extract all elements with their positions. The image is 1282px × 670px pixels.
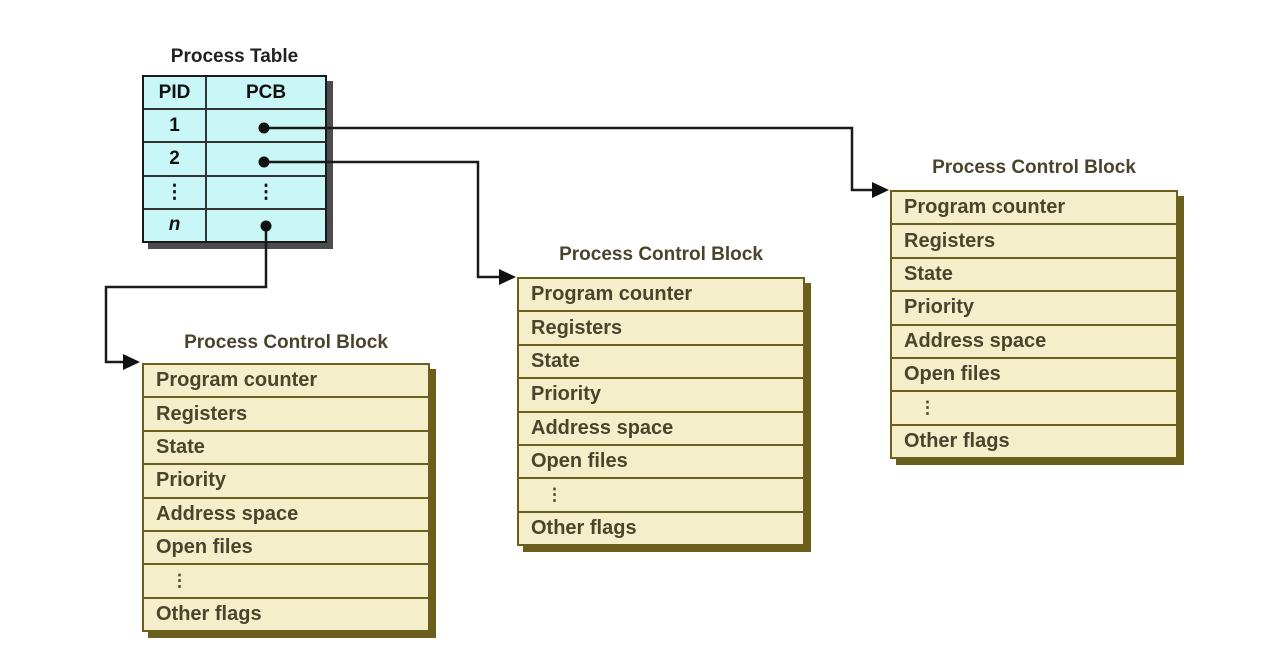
arrowhead-icon [123,354,140,370]
arrowhead-icon [499,269,516,285]
arrowhead-icon [872,182,889,198]
pcb-field-registers: Registers [892,225,1176,259]
pcb-field-program-counter: Program counter [144,365,428,399]
pcb-field-open-files: Open files [892,359,1176,393]
pcb-field-ellipsis: ⋮ [519,479,803,513]
pcb-field-address-space: Address space [519,413,803,446]
table-row-pid-n: n [144,209,325,242]
process-table-header-row: PID PCB [144,77,325,111]
process-table: PID PCB 1 2 ⋮ ⋮ n [142,75,327,243]
pcb-field-other-flags: Other flags [904,429,1010,452]
table-row-ellipsis: ⋮ ⋮ [144,176,325,210]
pcb-field-state: State [144,432,428,466]
pcb-field-registers: Registers [144,398,428,432]
pcb-block-left: Program counter Registers State Priority… [142,363,430,632]
table-row-pid-1: 1 [144,110,325,144]
pcb-block-middle: Program counter Registers State Priority… [517,277,805,546]
pcb-field-registers: Registers [519,312,803,346]
pid-value: 2 [144,143,207,175]
pcb-field-priority: Priority [892,292,1176,326]
pcb-field-program-counter: Program counter [892,192,1176,226]
column-header-pid: PID [144,77,207,109]
pcb-field-open-files: Open files [519,446,803,480]
column-header-pcb: PCB [245,81,287,103]
pcb-field-state: State [519,346,803,380]
pcb-pointer-cell [207,210,325,241]
pcb-ellipsis: ⋮ [256,181,276,203]
pcb-field-open-files: Open files [144,532,428,566]
pid-value: 1 [144,110,207,142]
pcb-block-title: Process Control Block [559,244,763,265]
pcb-field-ellipsis: ⋮ [144,565,428,599]
pcb-block-right: Program counter Registers State Priority… [890,190,1178,459]
pcb-field-other-flags: Other flags [531,516,637,539]
pcb-field-address-space: Address space [144,499,428,532]
arrow-line-pid1 [264,126,872,192]
pid-ellipsis: ⋮ [144,176,207,208]
pcb-field-program-counter: Program counter [519,279,803,313]
pcb-field-state: State [892,259,1176,293]
pcb-field-priority: Priority [144,465,428,499]
pcb-field-other-flags: Other flags [156,602,262,625]
pid-value: n [144,209,207,242]
pcb-pointer-cell [207,143,325,174]
pcb-block-title: Process Control Block [932,157,1136,178]
pcb-field-address-space: Address space [892,326,1176,359]
process-table-title: Process Table [170,46,299,67]
pcb-field-priority: Priority [519,379,803,413]
pcb-field-ellipsis: ⋮ [892,392,1176,426]
table-row-pid-2: 2 [144,143,325,177]
pcb-pointer-cell [207,110,325,141]
pcb-block-title: Process Control Block [184,332,388,353]
